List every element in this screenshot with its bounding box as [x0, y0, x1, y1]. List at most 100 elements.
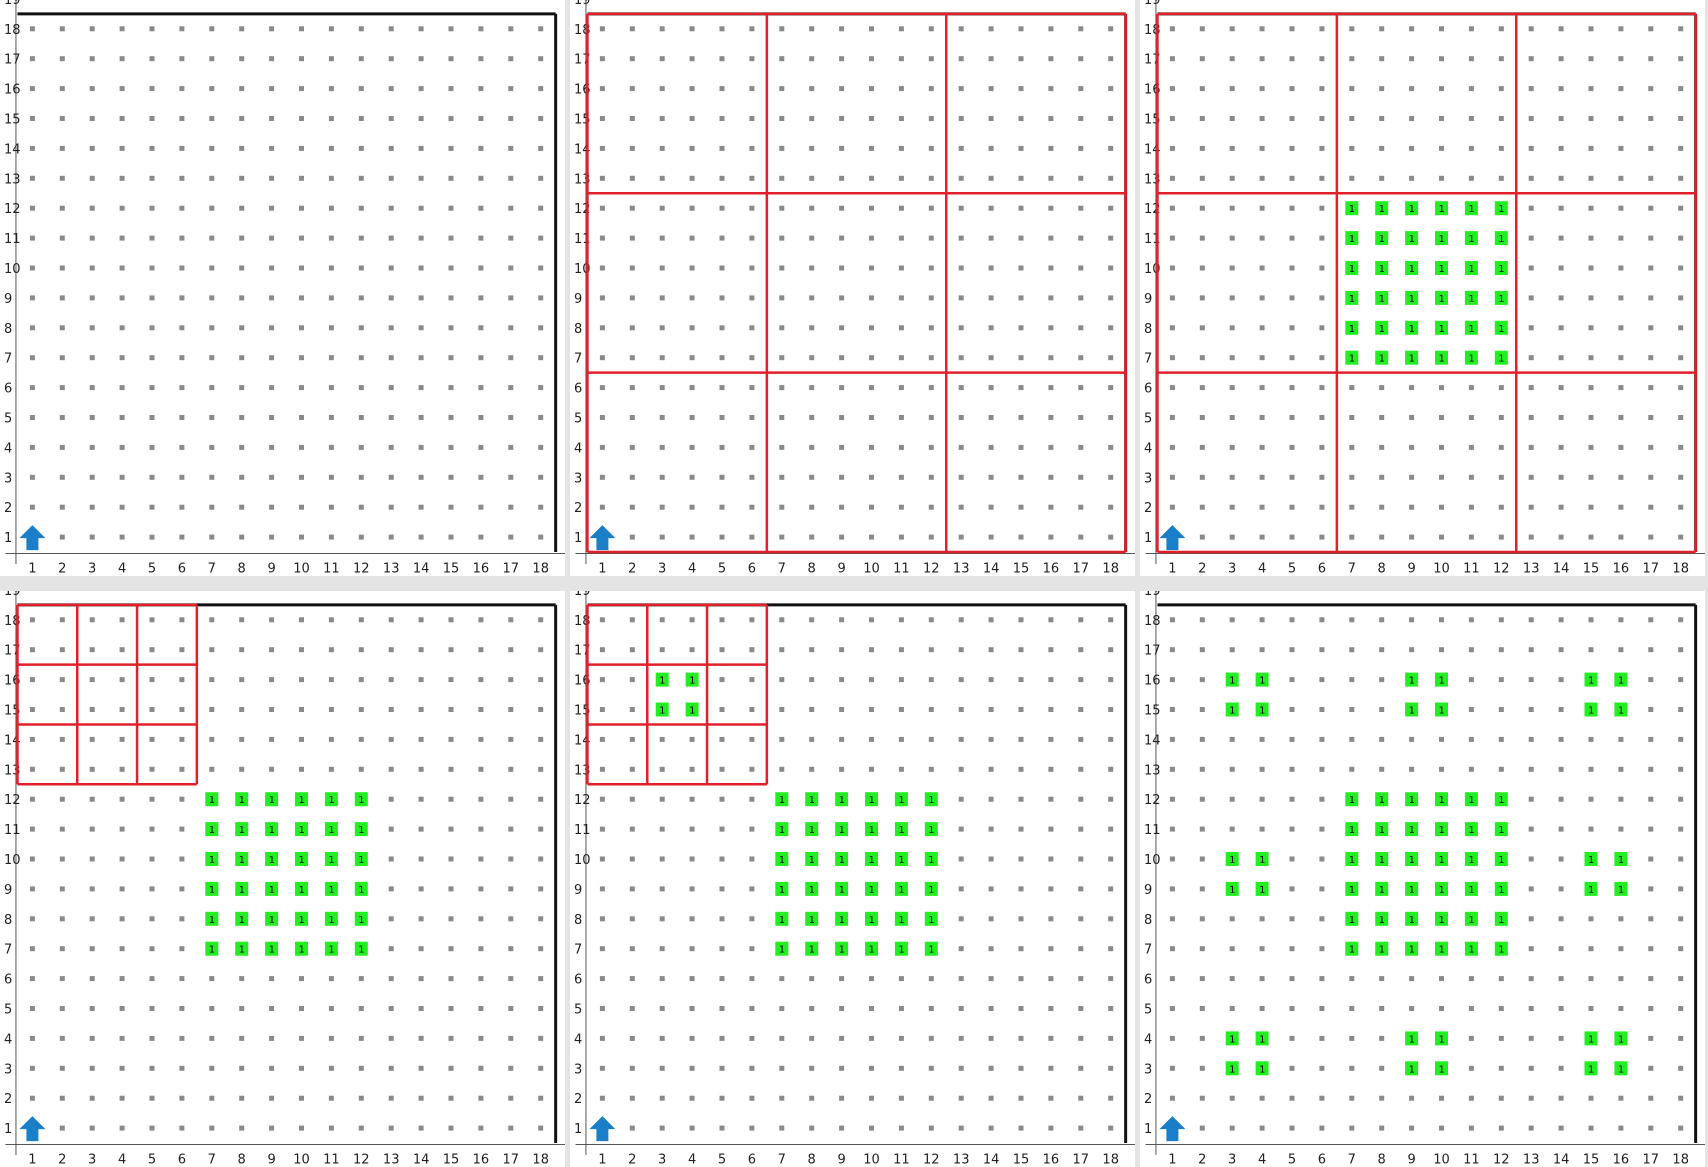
grid-dot: [898, 1125, 904, 1131]
grid-dot: [1678, 385, 1684, 391]
grid-dot: [209, 325, 215, 331]
marker-label: 1: [1409, 354, 1415, 365]
marker-square: 1: [1584, 852, 1598, 866]
marker-label: 1: [1229, 676, 1235, 687]
grid-dot: [1558, 1125, 1564, 1131]
grid-dot: [1259, 385, 1265, 391]
y-tick-label: 18: [1144, 614, 1161, 629]
grid-dot: [388, 856, 394, 862]
grid-dot: [29, 617, 35, 623]
y-tick-label: 8: [4, 322, 12, 337]
marker-label: 1: [269, 885, 275, 896]
grid-dot: [1349, 175, 1355, 181]
marker-label: 1: [1468, 945, 1474, 956]
marker-fill: [1435, 1031, 1448, 1046]
grid-dot: [239, 385, 245, 391]
grid-dot: [719, 415, 725, 420]
marker-label: 1: [298, 885, 304, 896]
marker-fill: [1494, 261, 1508, 275]
marker-square: 1: [1405, 350, 1419, 365]
grid-dot: [1678, 647, 1684, 653]
marker-square: 1: [1345, 911, 1359, 926]
grid-dot: [1319, 325, 1325, 331]
grid-dot: [418, 617, 424, 623]
grid-dot: [149, 617, 155, 623]
grid-dot: [418, 707, 424, 712]
marker-square: 1: [1494, 852, 1508, 866]
marker-label: 1: [868, 855, 874, 866]
grid-dot: [659, 916, 665, 922]
grid-dot: [779, 766, 785, 772]
grid-dot: [719, 175, 725, 181]
grid-dot: [538, 355, 544, 361]
marker-fill: [835, 852, 849, 866]
y-tick-label: 4: [574, 1032, 582, 1047]
grid-dot: [719, 1065, 725, 1071]
grid-dot: [1678, 677, 1684, 683]
grid-dot: [839, 677, 845, 683]
marker-label: 1: [298, 915, 304, 926]
x-tick-label: 13: [383, 562, 400, 576]
grid-dot: [358, 415, 364, 420]
grid-dot: [1618, 617, 1624, 623]
dot-lattice: [599, 617, 1114, 1131]
marker-fill: [894, 822, 908, 837]
grid-dot: [1018, 116, 1024, 121]
grid-dot: [149, 175, 155, 181]
grid-dot: [358, 26, 364, 32]
grid-dot: [1618, 1095, 1624, 1101]
grid-dot: [779, 976, 785, 982]
x-tick-label: 9: [267, 562, 275, 576]
grid-dot: [1379, 677, 1385, 683]
grid-dot: [1468, 145, 1474, 151]
marker-square: 1: [354, 792, 368, 807]
marker-label: 1: [1409, 676, 1415, 687]
grid-dot: [418, 474, 424, 480]
grid-dot: [689, 295, 695, 301]
grid-dot: [1558, 707, 1564, 712]
grid-dot: [149, 235, 155, 241]
grid-dot: [599, 56, 605, 62]
grid-dot: [1108, 707, 1114, 712]
grid-dot: [1528, 385, 1534, 391]
grid-dot: [1528, 617, 1534, 623]
grid-dot: [1078, 175, 1084, 181]
grid-dot: [1048, 826, 1054, 832]
marker-label: 1: [809, 795, 815, 806]
marker-label: 1: [1588, 855, 1594, 866]
grid-dot: [149, 265, 155, 271]
grid-dot: [689, 175, 695, 181]
grid-dot: [1259, 647, 1265, 653]
grid-dot: [928, 235, 934, 241]
marker-label: 1: [1349, 234, 1355, 245]
x-tick-label: 10: [1433, 1153, 1450, 1167]
y-tick-label: 10: [1144, 853, 1161, 868]
grid-dot: [1078, 1035, 1084, 1041]
marker-fill: [1375, 911, 1389, 926]
grid-dot: [1558, 736, 1564, 742]
grid-dot: [1289, 1125, 1295, 1131]
grid-dot: [1439, 86, 1444, 92]
grid-dot: [1078, 355, 1084, 361]
grid-dot: [89, 796, 95, 802]
grid-dot: [59, 736, 65, 742]
marker-label: 1: [928, 885, 934, 896]
marker-square: 1: [1405, 290, 1419, 305]
marker-label: 1: [809, 915, 815, 926]
grid-dot: [719, 235, 725, 241]
grid-dot: [239, 325, 245, 331]
y-tick-label: 19: [574, 0, 591, 8]
grid-dot: [418, 1065, 424, 1071]
marker-label: 1: [1438, 1034, 1444, 1045]
grid-dot: [89, 145, 95, 151]
grid-dot: [898, 1035, 904, 1041]
grid-dot: [89, 26, 95, 32]
grid-dot: [269, 504, 275, 510]
grid-dot: [1108, 1035, 1114, 1041]
grid-dot: [1108, 175, 1114, 181]
marker-square: 1: [1405, 231, 1419, 246]
marker-fill: [1464, 231, 1478, 246]
grid-dot: [358, 444, 364, 450]
grid-dot: [1588, 145, 1594, 151]
grid-dot: [239, 265, 245, 271]
